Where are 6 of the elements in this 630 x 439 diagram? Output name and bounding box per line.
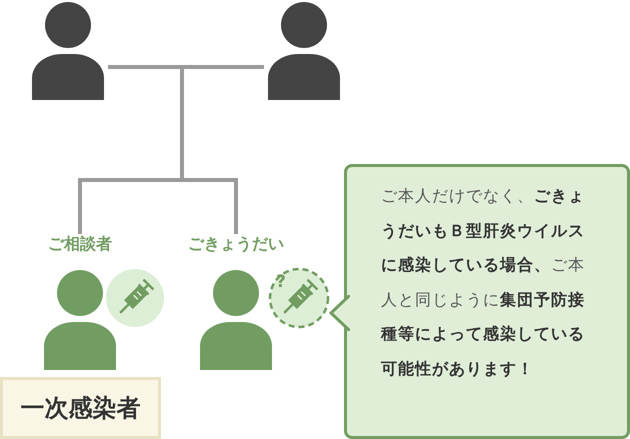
connector-line xyxy=(180,65,264,234)
question-mark: ? xyxy=(276,272,286,292)
person-label: ご相談者 xyxy=(47,234,113,255)
callout-text: ご本人だけでなく、ごきょうだいもＢ型肝炎ウイルスに感染している場合、ご本人と同じように集団予防接種等によって感染している可能性があります！ xyxy=(381,185,586,380)
person-label: ごきょうだい xyxy=(187,234,285,255)
status-label: 一次感染者 xyxy=(0,377,161,439)
